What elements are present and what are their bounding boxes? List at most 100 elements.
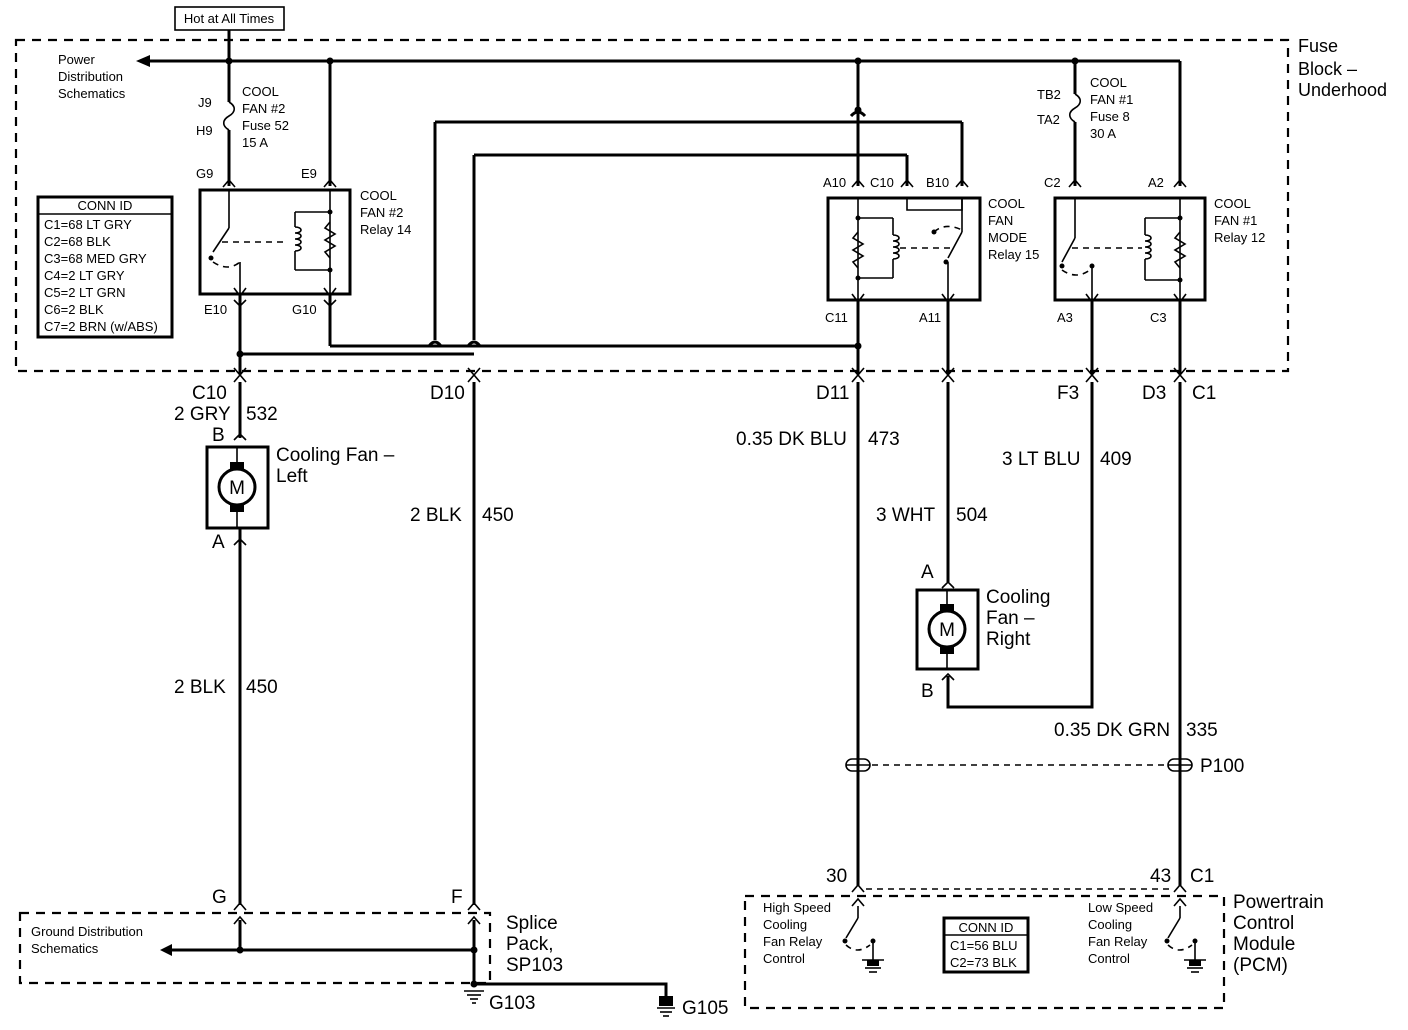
relay-12-pin-c2: C2 [1044,175,1061,190]
relay-15-box [826,196,982,302]
svg-text:SP103: SP103 [506,955,563,976]
svg-text:Right: Right [986,629,1031,650]
wire-450b-gauge: 2 BLK [410,505,462,526]
fuse-block-title: Fuse Block – Underhood [1298,36,1387,100]
splice-pin-f: F [451,887,463,908]
svg-text:FAN: FAN [988,213,1013,228]
connector-c1: C1 [1192,383,1216,404]
wire-532-circuit: 532 [246,404,278,425]
relay-12-switch-icon [1059,198,1142,300]
relay-14-switch-icon [208,190,287,294]
svg-text:M: M [229,478,245,499]
relay-12-pin-a2: A2 [1148,175,1164,190]
svg-text:Cooling: Cooling [763,917,807,932]
relay-14-pin-g10: G10 [292,302,317,317]
fan-right-pin-a: A [921,562,934,583]
power-distribution-label: Power Distribution Schematics [58,52,126,101]
ground-distribution-label: Ground Distribution Schematics [31,924,143,956]
splice-pack-border [18,911,492,985]
fuse-52-pin-j9: J9 [198,95,212,110]
fuse-8-label: COOL FAN #1 Fuse 8 30 A [1090,75,1133,141]
power-arrow-icon [136,55,150,67]
svg-text:C2=68 BLK: C2=68 BLK [44,234,111,249]
svg-text:Distribution: Distribution [58,69,123,84]
svg-text:Relay 15: Relay 15 [988,247,1039,262]
fuse-8-icon [1068,93,1082,123]
fuse-8-pin-tb2: TB2 [1037,87,1061,102]
svg-text:Schematics: Schematics [31,941,99,956]
svg-text:Fan –: Fan – [986,608,1035,629]
pcm-conn-id-title: CONN ID [959,920,1014,935]
fan-right-motor-icon: M [927,604,967,654]
relay-14-pin-e10: E10 [204,302,227,317]
wire-335-gauge: 0.35 DK GRN [1054,720,1170,741]
svg-text:30 A: 30 A [1090,126,1116,141]
svg-text:15 A: 15 A [242,135,268,150]
connector-terminals-icon [233,367,1187,383]
svg-text:Relay 12: Relay 12 [1214,230,1265,245]
pcm-low-speed-label: Low Speed Cooling Fan Relay Control [1088,900,1153,966]
svg-text:Fuse 52: Fuse 52 [242,118,289,133]
wire-504-circuit: 504 [956,505,988,526]
pcm-pin-30: 30 [826,866,847,887]
svg-text:Control: Control [1088,951,1130,966]
relay-15-pin-a10: A10 [823,175,846,190]
svg-text:Pack,: Pack, [506,934,554,955]
svg-text:Control: Control [763,951,805,966]
svg-text:C2=73 BLK: C2=73 BLK [950,955,1017,970]
relay-15-pin-a11: A11 [919,310,941,325]
svg-text:C4=2 LT GRY: C4=2 LT GRY [44,268,125,283]
connector-d11: D11 [816,383,849,404]
svg-text:C7=2 BRN (w/ABS): C7=2 BRN (w/ABS) [44,319,158,334]
g105-label: G105 [682,998,728,1019]
pcm-title: Powertrain Control Module (PCM) [1233,892,1324,976]
splice-pack-title: Splice Pack, SP103 [506,913,563,976]
wire-409-circuit: 409 [1100,449,1132,470]
conn-id-title: CONN ID [78,198,133,213]
svg-text:Power: Power [58,52,96,67]
svg-text:MODE: MODE [988,230,1027,245]
connector-f3: F3 [1057,383,1079,404]
svg-text:FAN #1: FAN #1 [1214,213,1257,228]
wire-504-gauge: 3 WHT [876,505,936,526]
fan-right-pin-b: B [921,681,934,702]
pcm-pin-43: 43 [1150,866,1171,887]
svg-text:C6=2 BLK: C6=2 BLK [44,302,104,317]
pcm-conn-id-table [942,916,1030,974]
g103-ground-icon [464,990,484,1004]
wire-450a-circuit: 450 [246,677,278,698]
svg-text:Cooling: Cooling [986,587,1050,608]
svg-text:C3=68 MED GRY: C3=68 MED GRY [44,251,147,266]
svg-text:Ground Distribution: Ground Distribution [31,924,143,939]
g103-label: G103 [489,993,535,1014]
fuse-block-border [14,38,1290,373]
svg-text:COOL: COOL [242,84,279,99]
wire-473-circuit: 473 [868,429,900,450]
svg-text:(PCM): (PCM) [1233,955,1288,976]
pcm-border [743,894,1226,1010]
fuse-52-label: COOL FAN #2 Fuse 52 15 A [242,84,289,150]
fan-left-title: Cooling Fan – Left [276,445,395,487]
connector-d3: D3 [1142,383,1166,404]
relay-14-label: COOL FAN #2 Relay 14 [360,188,411,237]
svg-text:FAN #2: FAN #2 [242,101,285,116]
fuse-52-icon [222,101,236,131]
g105-ground-icon [657,996,675,1017]
ground-dist-arrow-icon [160,944,172,956]
relay-12-coil-icon [1144,198,1187,300]
svg-text:C1=68 LT GRY: C1=68 LT GRY [44,217,132,232]
fuse-52-pin-h9: H9 [196,123,213,138]
svg-text:C1=56 BLU: C1=56 BLU [950,938,1018,953]
conn-id-rows: C1=68 LT GRY C2=68 BLK C3=68 MED GRY C4=… [44,217,158,334]
fan-left-pin-b: B [212,425,225,446]
connector-d10: D10 [430,383,465,404]
relay-14-box [198,188,352,296]
svg-text:Schematics: Schematics [58,86,126,101]
svg-text:Module: Module [1233,934,1295,955]
relay-14-pin-g9: G9 [196,166,213,181]
pcm-high-speed-label: High Speed Cooling Fan Relay Control [763,900,831,966]
svg-text:COOL: COOL [1090,75,1127,90]
svg-text:COOL: COOL [1214,196,1251,211]
wire-450a-gauge: 2 BLK [174,677,226,698]
